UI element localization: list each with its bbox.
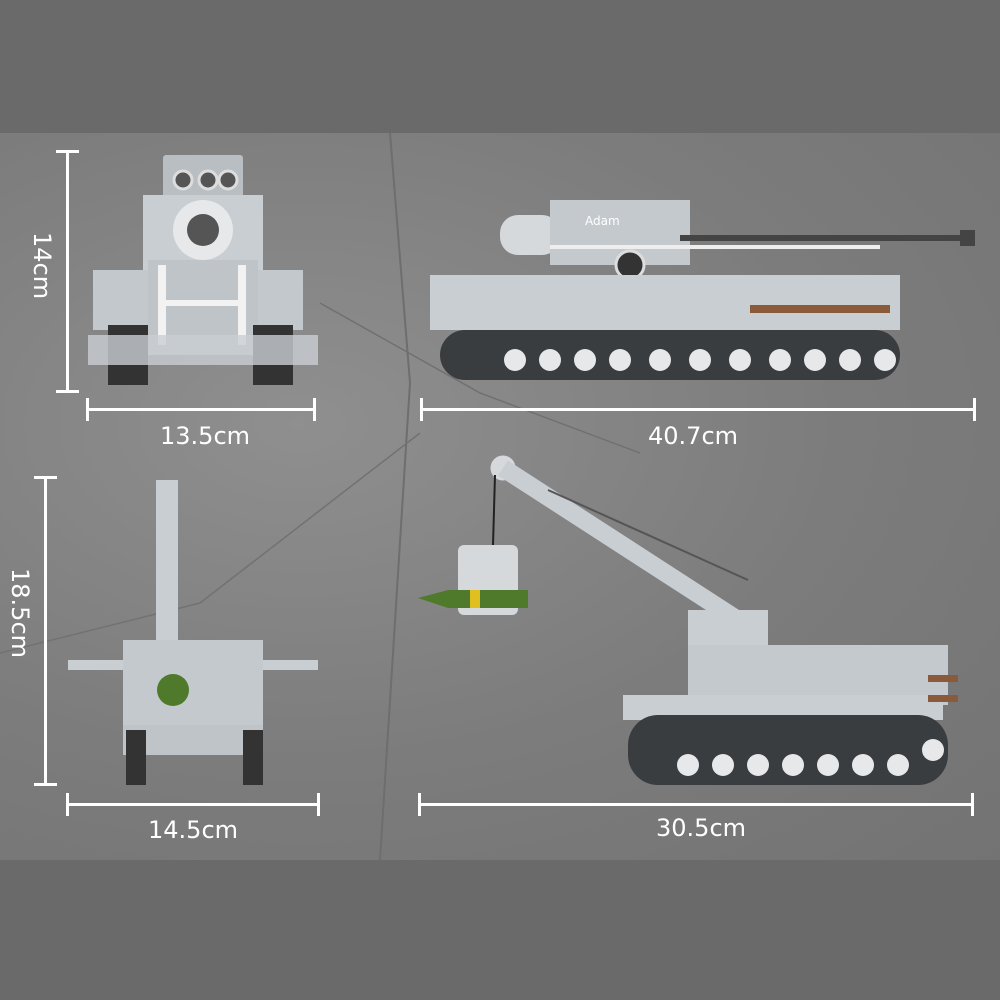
rear-view-model (68, 480, 318, 785)
crane-length-line (418, 793, 974, 816)
crane-length-label: 30.5cm (656, 814, 747, 842)
front-width-label: 13.5cm (160, 422, 251, 450)
model-label: Adam (585, 214, 620, 228)
front-width-line (86, 398, 316, 421)
front-height-line (56, 150, 79, 393)
side-length-line (420, 398, 976, 421)
side-length-label: 40.7cm (648, 422, 739, 450)
front-view-model (88, 155, 318, 385)
rear-width-line (66, 793, 320, 816)
rear-width-label: 14.5cm (148, 816, 239, 844)
crane-view-model (418, 452, 958, 785)
rear-height-label: 18.5cm (6, 568, 34, 659)
rear-height-line (34, 476, 57, 786)
side-view-model: Adam (430, 200, 975, 380)
front-height-label: 14cm (28, 232, 56, 300)
backdrop-cracks (0, 132, 641, 861)
